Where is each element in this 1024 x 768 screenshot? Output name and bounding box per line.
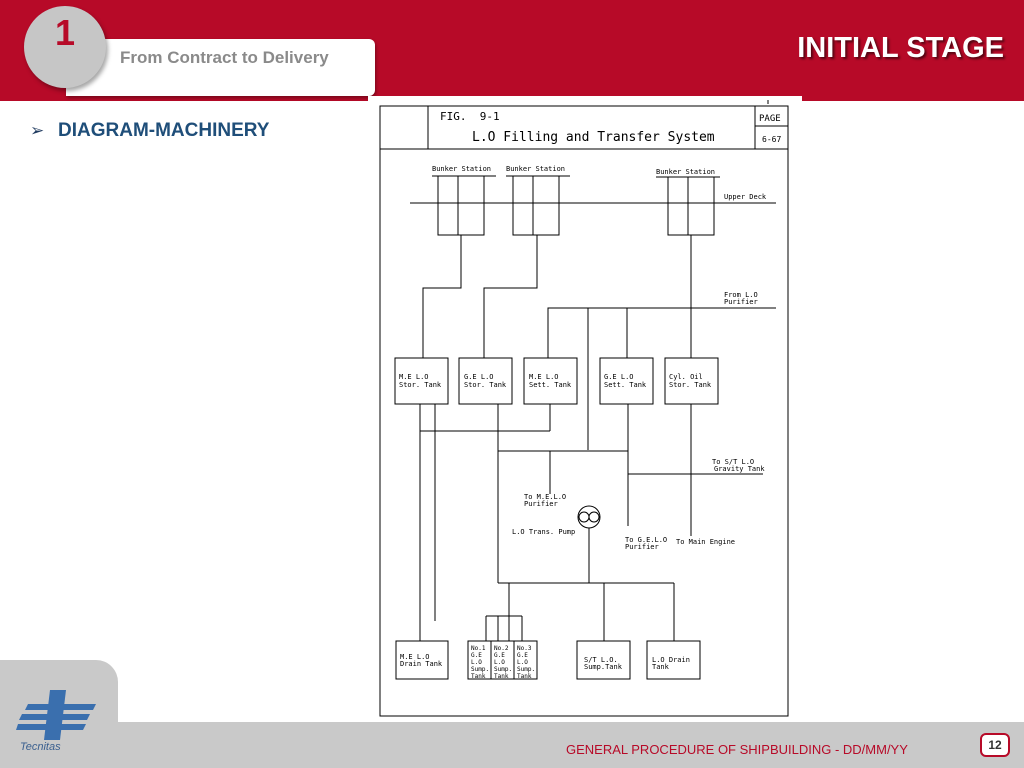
subtitle: From Contract to Delivery [120,48,329,67]
gravity-tank-label: Gravity Tank [714,465,765,473]
tank-label: Tank [494,673,509,680]
lo-drain-tank [646,640,701,680]
section-badge [24,6,106,88]
me-lo-drain-tank [395,640,449,680]
tank-label: L.O [517,659,528,666]
tank-label: Stor. Tank [464,381,507,389]
diagram-title: L.O Filling and Transfer System [472,130,715,145]
from-purifier-label: From L.O [724,291,758,299]
arrow-bullet-icon: ➢ [30,121,45,140]
tank-label: Stor. Tank [669,381,712,389]
ge-lo-stor-tank [458,357,513,405]
fig-label: FIG. 9-1 [440,110,500,123]
page-title: INITIAL STAGE [797,32,1004,64]
tank-label: Sump. [517,666,535,673]
main-engine-label: To Main Engine [676,538,735,546]
ge-purifier-label: To G.E.L.O [625,536,667,544]
from-purifier-label: Purifier [724,298,758,306]
tank-label: L.O [494,659,505,666]
tank-label: Sett. Tank [604,381,647,389]
tank-label: Drain Tank [400,660,443,668]
tank-label: No.2 [494,645,509,652]
tank-label: No.3 [517,645,532,652]
bullet-heading: DIAGRAM-MACHINERY [58,120,270,141]
footer-band [0,722,1024,768]
tank-label: Sett. Tank [529,381,572,389]
machinery-diagram: FIG. 9-1 L.O Filling and Transfer System… [368,96,802,724]
tank-label: Stor. Tank [399,381,442,389]
page-number: 6-67 [762,135,781,144]
footer-text: GENERAL PROCEDURE OF SHIPBUILDING - DD/M… [566,742,908,757]
gravity-tank-label: To S/T L.O [712,458,754,466]
bunker-station-label: Bunker Station [656,168,715,176]
bunker-station-label: Bunker Station [506,165,565,173]
ge-lo-sump-tanks [467,640,538,680]
tank-label: S/T L.O. [584,656,618,664]
tank-label: Cyl. Oil [669,373,703,381]
tank-label: G.E L.O [604,373,634,381]
tank-label: L.O [471,659,482,666]
tank-label: M.E L.O [399,373,429,381]
tank-label: G.E L.O [464,373,494,381]
tank-label: M.E L.O [529,373,559,381]
tank-label: Tank [471,673,486,680]
tank-label: Tank [517,673,532,680]
page-label: PAGE [759,114,781,124]
tank-label: Sump. [471,666,489,673]
tank-label: M.E L.O [400,653,430,661]
pump-label: L.O Trans. Pump [512,528,575,536]
upper-deck-label: Upper Deck [724,193,767,201]
me-lo-stor-tank [394,357,449,405]
tank-label: Sump. [494,666,512,673]
st-lo-sump-tank [576,640,631,680]
page-number-badge: 12 [980,733,1010,757]
section-number: 1 [54,12,76,53]
bunker-station-label: Bunker Station [432,165,491,173]
tank-label: G.E [471,652,482,659]
subtitle-tab [66,39,375,96]
me-purifier-label: To M.E.L.O [524,493,566,501]
tank-label: G.E [517,652,528,659]
tank-label: Sump.Tank [584,663,623,671]
ge-purifier-label: Purifier [625,543,659,551]
ge-lo-sett-tank [599,357,654,405]
tank-label: G.E [494,652,505,659]
me-purifier-label: Purifier [524,500,558,508]
tank-label: Tank [652,663,670,671]
tank-label: L.O Drain [652,656,690,664]
tank-label: No.1 [471,645,486,652]
tecnitas-logo-icon [16,690,100,745]
logo-text: Tecnitas [20,741,61,753]
